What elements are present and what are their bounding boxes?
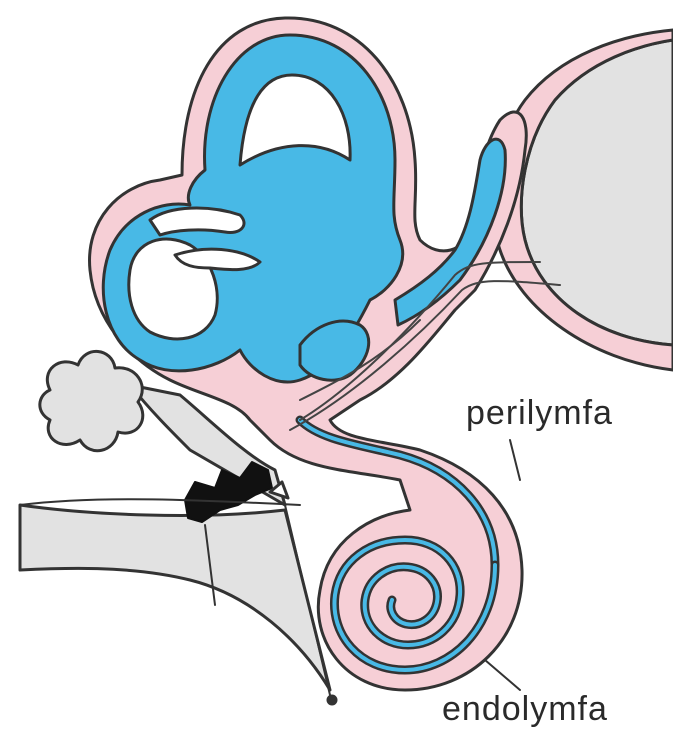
incus (40, 351, 143, 450)
endolymph-label: endolymfa (442, 690, 608, 729)
endolymph-leader (485, 660, 520, 690)
perilymph-leader (510, 440, 520, 480)
vestibule-lumen-1 (150, 208, 244, 235)
pointer-tip (328, 696, 336, 704)
middle-ear-bone (20, 505, 330, 690)
perilymph-label: perilymfa (466, 394, 613, 433)
canal-line (20, 499, 300, 505)
